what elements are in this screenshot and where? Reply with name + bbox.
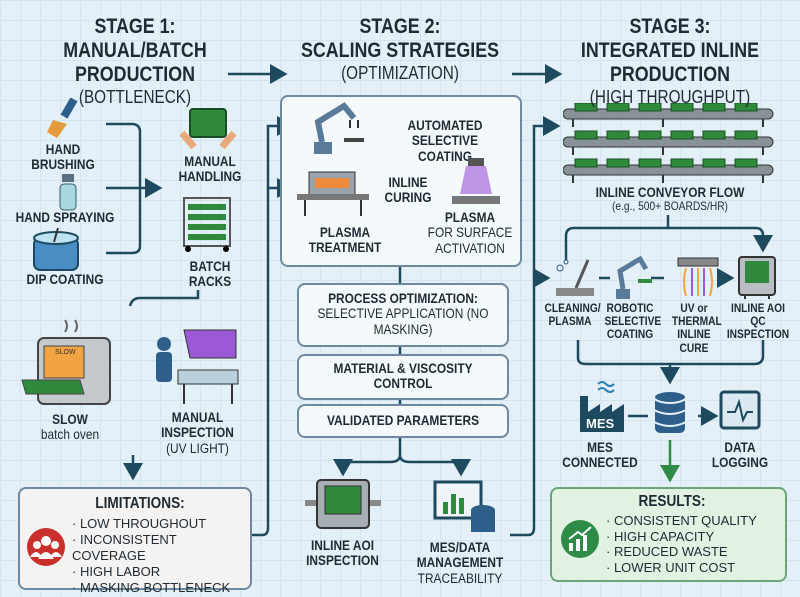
result-item: · LOWER UNIT COST — [606, 559, 736, 575]
data-logging-label: DATA LOGGING — [711, 439, 769, 471]
stage3-heading: STAGE 3:INTEGRATED INLINE PRODUCTION(HIG… — [580, 15, 760, 108]
result-item: · REDUCED WASTE — [606, 544, 728, 559]
conveyor-lines-icon — [563, 103, 774, 183]
limitation-item: · MASKING BOTTLENECK — [72, 580, 231, 595]
cleaning-icon — [556, 259, 594, 296]
manual-handling-icon — [180, 108, 236, 149]
oven-tag-text: SLOW — [55, 349, 76, 356]
stage2-heading: STAGE 2:SCALING STRATEGIES(OPTIMIZATION) — [300, 15, 500, 84]
step-robotic-label: ROBOTIC SELECTIVE COATING — [604, 301, 662, 342]
limitations-list: · LOW THROUGHOUT · INCONSISTENT COVERAGE… — [72, 516, 250, 596]
validated-parameters-box: VALIDATED PARAMETERS — [297, 404, 509, 438]
growth-chart-icon — [561, 520, 599, 558]
inline-curing-label: INLINE CURING — [384, 174, 432, 206]
aoi-qc-icon — [738, 256, 776, 299]
robot-arm-icon — [314, 102, 364, 154]
batch-oven-icon: SLOW — [21, 319, 111, 405]
mes-data-icon — [433, 480, 495, 532]
step-cure-label: UV or THERMAL INLINE CURE — [671, 301, 722, 355]
inline-aoi-label: INLINE AOI INSPECTION — [306, 537, 379, 569]
automated-coating-label: AUTOMATED SELECTIVE COATING — [407, 117, 483, 164]
limitation-item: · HIGH LABOR — [72, 564, 161, 579]
aoi-machine-icon — [305, 479, 381, 529]
result-item: · CONSISTENT QUALITY — [606, 513, 757, 528]
limitations-box: LIMITATIONS: · LOW THROUGHOUT · INCONSIS… — [18, 487, 252, 595]
conveyor-flow-label: INLINE CONVEYOR FLOW(e.g., 500+ BOARDS/H… — [595, 184, 745, 214]
limitation-item: · LOW THROUGHOUT — [72, 516, 207, 531]
dip-coating-label: DIP COATING — [26, 271, 104, 287]
results-box: RESULTS: · CONSISTENT QUALITY · HIGH CAP… — [550, 487, 787, 582]
step-aoi-label: INLINE AOI QC INSPECTION — [726, 301, 790, 342]
mes-icon-text: MES — [586, 416, 615, 431]
mes-connected-label: MES CONNECTED — [562, 439, 638, 471]
manual-handling-label: MANUAL HANDLING — [178, 153, 242, 185]
hand-brushing-label: HAND BRUSHING — [31, 141, 95, 173]
plasma-icon — [452, 158, 500, 204]
uv-inspection-icon — [156, 329, 239, 404]
plasma-treatment-label: PLASMA TREATMENT — [308, 224, 382, 256]
mes-factory-icon: MES — [580, 381, 624, 432]
manual-inspection-label: MANUAL INSPECTION(UV LIGHT) — [161, 409, 234, 456]
dip-tank-icon — [33, 228, 79, 271]
stage1-heading: STAGE 1:MANUAL/BATCH PRODUCTION(BOTTLENE… — [63, 15, 207, 108]
uv-cure-icon — [677, 257, 719, 297]
hand-spraying-label: HAND SPRAYING — [15, 209, 115, 225]
database-icon — [653, 390, 687, 435]
batch-racks-label: BATCH RACKS — [188, 258, 232, 290]
curing-oven-icon — [297, 171, 369, 216]
paintbrush-icon — [47, 98, 78, 138]
material-viscosity-box: MATERIAL & VISCOSITY CONTROL — [297, 354, 509, 400]
limitation-item: · INCONSISTENT COVERAGE — [72, 532, 177, 563]
process-optimization-box: PROCESS OPTIMIZATION:SELECTIVE APPLICATI… — [297, 283, 509, 347]
limitations-title: LIMITATIONS: — [95, 495, 185, 512]
robotic-arm-icon — [616, 255, 652, 299]
step-cleaning-label: CLEANING/ PLASMA — [544, 301, 601, 329]
spray-bottle-icon — [59, 174, 77, 211]
results-list: · CONSISTENT QUALITY · HIGH CAPACITY · R… — [606, 513, 757, 575]
result-item: · HIGH CAPACITY — [606, 528, 715, 544]
data-logging-monitor-icon — [719, 390, 761, 430]
results-title: RESULTS: — [638, 493, 706, 510]
batch-racks-icon — [183, 197, 231, 252]
people-warning-icon — [27, 528, 65, 566]
